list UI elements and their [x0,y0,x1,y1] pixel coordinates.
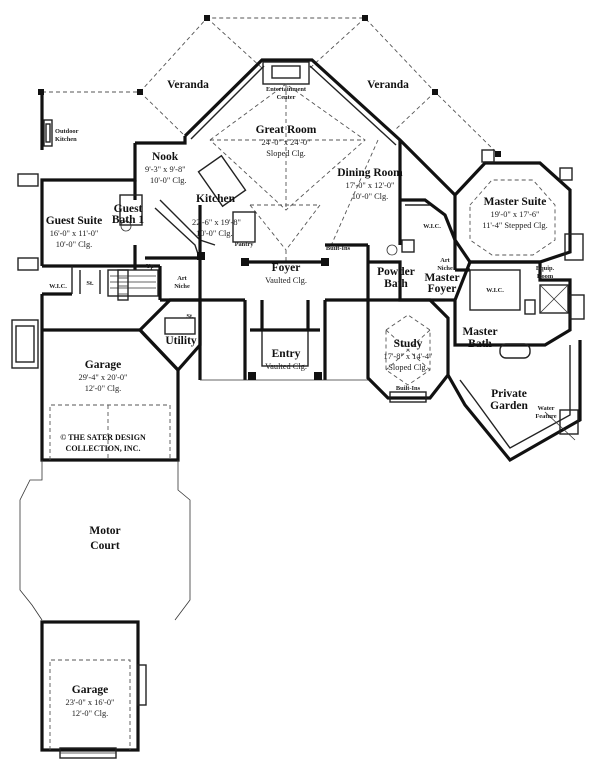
master-bath-walls [453,260,585,359]
master-foyer-label-2: Foyer [428,283,457,295]
great-room-ceiling: Sloped Clg. [266,149,306,158]
wic-master-label: W.I.C. [423,223,441,230]
nook-dim: 9'-3" x 9'-8" [145,165,186,174]
nook-ceiling: 10'-0" Clg. [150,176,187,185]
entertainment-center-label: Entertainment [266,86,307,93]
storage-2-label: St. [186,313,194,320]
great-room-walls [183,58,457,262]
motor-court-label-2: Court [90,540,120,552]
garage-main-dim: 29'-4" x 20'-0" [79,373,128,382]
study-name: Study [394,338,423,350]
built-ins-dining-label: Built-Ins [326,245,351,252]
entry-ceiling: Vaulted Clg. [265,362,307,371]
private-garden-label: Private [491,388,527,400]
room-labels: Veranda Veranda Outdoor Kitchen Entertai… [46,79,557,718]
copyright-line-2: COLLECTION, INC. [66,444,141,453]
motor-court-label: Motor [89,525,120,537]
master-foyer-label: Master [424,272,459,284]
motor-court-outline [19,460,191,621]
pantry-label: Pantry [235,241,255,248]
dining-room-dim: 17'-0" x 12'-0" [346,181,395,190]
dining-room-ceiling: 10'-0" Clg. [352,192,389,201]
dining-room-name: Dining Room [337,167,403,179]
master-suite-walls [453,149,584,264]
guest-suite-dim: 16'-0" x 11'-0" [50,229,99,238]
water-feature-label-2: Feature [535,413,556,420]
copyright-line-1: © THE SATER DESIGN [60,433,146,442]
master-suite-dim: 19'-0" x 17'-6" [491,210,540,219]
water-feature-label: Water [537,405,554,412]
art-niche-master-label: Art [440,257,450,264]
entry-name: Entry [272,348,301,360]
great-room-name: Great Room [256,124,317,136]
garage-main-name: Garage [85,359,121,371]
wic-guest-label: W.I.C. [49,283,67,290]
foyer-ceiling: Vaulted Clg. [265,276,307,285]
kitchen-ceiling: 10'-0" Clg. [196,229,233,238]
built-ins-study-label: Built-Ins [396,385,421,392]
utility-label: Utility [165,335,197,347]
foyer-walls [198,243,370,381]
art-niche-master-label-2: Niche [437,265,453,272]
private-garden-walls [446,340,582,463]
garage-main-ceiling: 12'-0" Clg. [85,384,122,393]
master-suite-ceiling: 11'-4" Stepped Clg. [482,221,547,230]
art-niche-hall-label: Art [177,275,187,282]
storage-1-label: St. [86,280,94,287]
outdoor-kitchen-label: Outdoor [55,128,79,135]
veranda-left-label: Veranda [167,79,209,91]
private-garden-label-2: Garden [490,400,528,412]
guest-suite-name: Guest Suite [46,215,103,227]
equip-room-label: Equip. [536,265,555,272]
up-label: Up [146,263,155,270]
powder-bath-label: Powder [377,266,415,278]
wic-master2-label: W.I.C. [486,287,504,294]
garage-detached-ceiling: 12'-0" Clg. [72,709,109,718]
outdoor-kitchen-walls [40,92,53,150]
art-niche-hall-label-2: Niche [174,283,190,290]
veranda-right-label: Veranda [367,79,409,91]
entertainment-center-label-2: Center [277,94,296,101]
garage-main-walls [11,294,180,462]
great-room-dim: 24'-0" x 24'-0" [262,138,311,147]
foyer-name: Foyer [272,262,301,274]
nook-name: Nook [152,151,179,163]
guest-bath-label-2: Bath 1 [112,214,145,226]
study-dim: 17'-8" x 14'-4" [384,352,433,361]
guest-suite-ceiling: 10'-0" Clg. [56,240,93,249]
master-suite-name: Master Suite [484,196,547,208]
master-bath-label: Master [462,326,497,338]
kitchen-dim: 22'-6" x 19'-8" [192,218,241,227]
study-ceiling: Sloped Clg. [388,363,428,372]
garage-detached-dim: 23'-0" x 16'-0" [66,698,115,707]
garage-detached-walls [40,620,147,759]
outdoor-kitchen-label-2: Kitchen [55,136,77,143]
powder-bath-label-2: Bath [384,278,408,290]
guest-bath-label: Guest [114,203,143,215]
kitchen-name: Kitchen [196,193,236,205]
equip-room-label-2: Room [537,273,554,280]
garage-detached-name: Garage [72,684,108,696]
master-bath-label-2: Bath [468,338,492,350]
